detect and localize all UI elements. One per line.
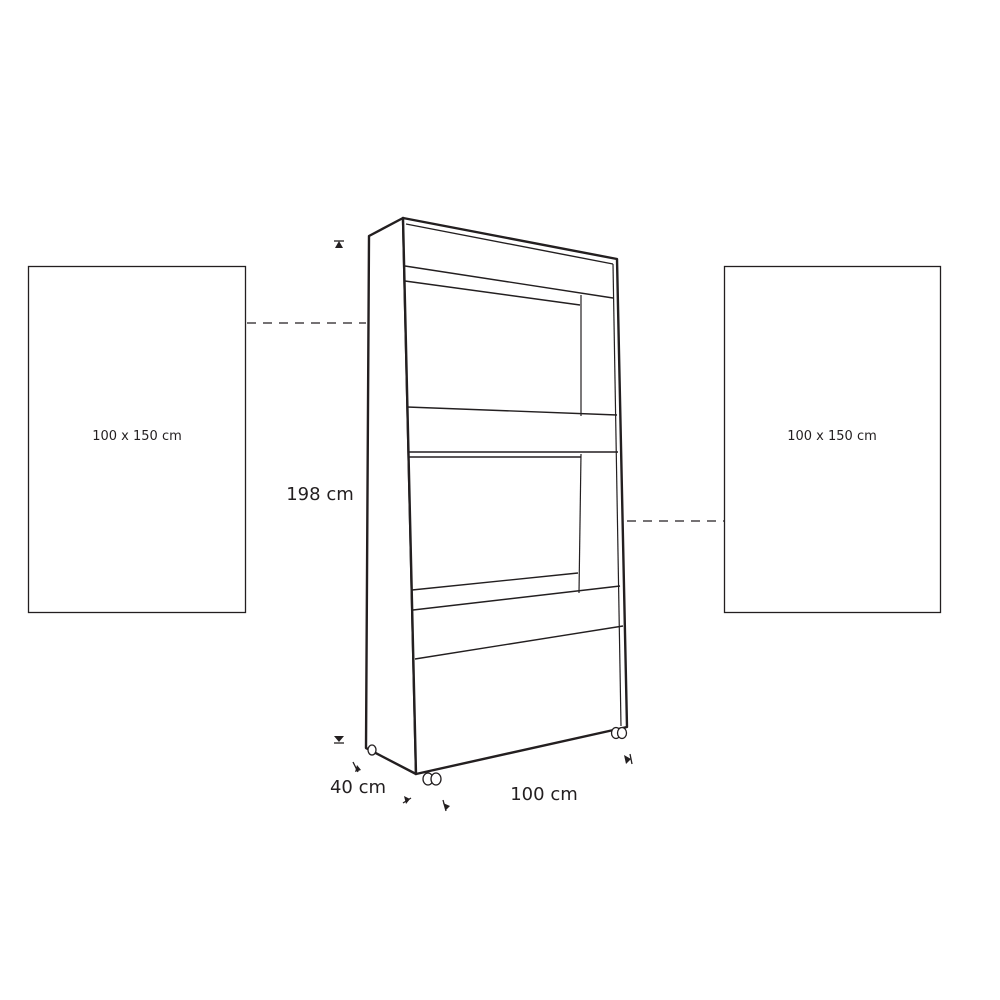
height-bottom-arrow-icon xyxy=(334,736,344,744)
width-arrow-right-icon xyxy=(624,753,633,765)
depth-dimension-label: 40 cm xyxy=(330,777,386,798)
front-frame xyxy=(401,216,629,776)
width-arrow-left-icon xyxy=(442,799,450,812)
height-top-arrow-icon xyxy=(334,240,344,248)
right-poster-panel: 100 x 150 cm xyxy=(723,265,942,614)
depth-arrow-bottom-icon xyxy=(402,796,412,804)
width-dimension-label: 100 cm xyxy=(510,784,578,805)
casters xyxy=(367,726,628,786)
height-dimension-label: 198 cm xyxy=(286,484,354,505)
dimension-markers xyxy=(334,240,633,812)
depth-arrow-top-icon xyxy=(352,761,361,773)
left-panel-label: 100 x 150 cm xyxy=(92,429,182,444)
caster-back-left xyxy=(367,744,377,756)
caster-front-left xyxy=(422,772,442,786)
caster-front-right xyxy=(610,726,628,740)
shelf-unit xyxy=(364,216,629,776)
left-poster-panel: 100 x 150 cm xyxy=(27,265,247,614)
right-panel-label: 100 x 150 cm xyxy=(787,429,877,444)
